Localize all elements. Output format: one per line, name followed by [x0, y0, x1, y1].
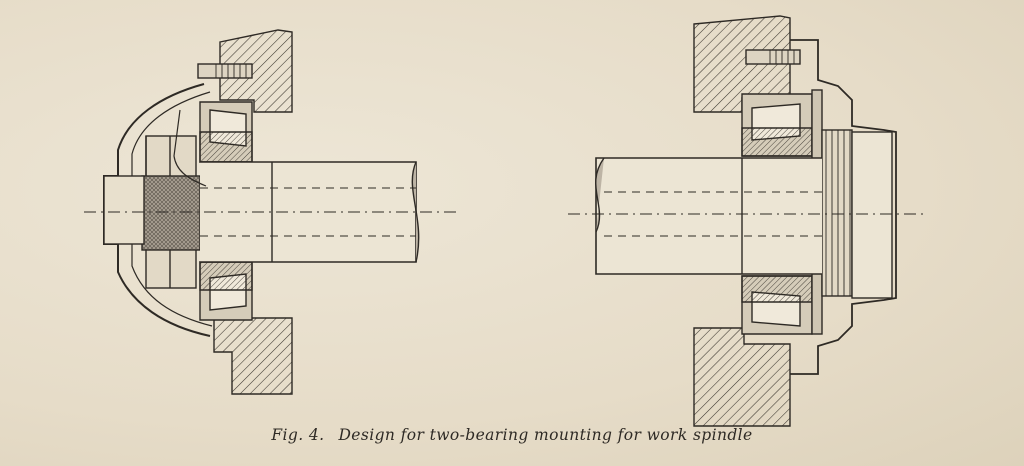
left-drawing: [84, 29, 460, 395]
figure-label: Fig. 4.: [271, 426, 325, 444]
figure-caption-text: Design for two-bearing mounting for work…: [338, 426, 753, 444]
right-drawing: [568, 15, 928, 427]
figure-caption: Fig. 4. Design for two-bearing mounting f…: [0, 426, 1024, 444]
